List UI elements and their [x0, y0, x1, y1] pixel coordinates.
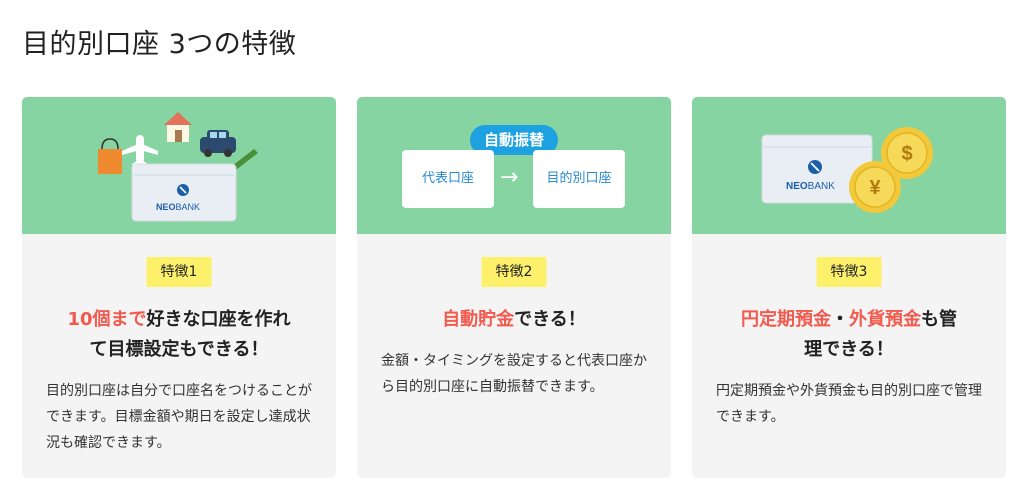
feature-card-1: NEOBANK 特徴1 10個まで好きな口座を作れ て目標設定もできる！ 目的別… — [22, 97, 336, 478]
feature-description: 円定期預金や外貨預金も目的別口座で管理できます。 — [716, 383, 982, 425]
headline-highlight: 自動貯金 — [442, 309, 515, 330]
feature-badge: 特徴3 — [816, 257, 882, 287]
headline-text: 理できる！ — [804, 339, 894, 360]
neobank-logo-text: NEOBANK — [156, 202, 200, 212]
feature-description: 目的別口座は自分で口座名をつけることができます。目標金額や期日を設定し達成状況も… — [46, 383, 312, 451]
feature-3-illustration: NEOBANK $ ¥ — [692, 97, 1006, 234]
yen-coin-icon: ¥ — [849, 161, 901, 213]
representative-account-box: 代表口座 — [402, 150, 494, 208]
headline-text: も管 — [921, 309, 957, 330]
page-title: 目的別口座 3つの特徴 — [22, 29, 297, 60]
feature-card-3: NEOBANK $ ¥ 特徴3 円定期預金・外貨預金も管 理できる！ 円定期預金… — [692, 97, 1006, 478]
coin-symbol: $ — [901, 143, 912, 165]
feature-badge: 特徴2 — [481, 257, 547, 287]
house-icon — [164, 112, 192, 142]
bank-card-icon: NEOBANK — [761, 134, 873, 204]
feature-card-2: 自動振替 代表口座 → 目的別口座 特徴2 自動貯金できる！ 金額・タイミングを… — [357, 97, 671, 478]
headline-text: できる！ — [514, 309, 586, 330]
dollar-coin-icon: $ — [881, 127, 933, 179]
headline-text: て目標設定もできる！ — [89, 339, 269, 360]
purpose-account-box: 目的別口座 — [533, 150, 625, 208]
feature-headline: 自動貯金できる！ — [381, 305, 647, 335]
feature-description: 金額・タイミングを設定すると代表口座から目的別口座に自動振替できます。 — [381, 353, 647, 395]
feature-2-illustration: 自動振替 代表口座 → 目的別口座 — [357, 97, 671, 234]
bank-card-icon: NEOBANK — [131, 163, 237, 222]
shopping-bag-icon — [98, 138, 122, 174]
car-icon — [200, 130, 236, 157]
headline-text: ・ — [831, 309, 849, 330]
headline-text: 好きな口座を作れ — [146, 309, 291, 330]
headline-highlight: 10個まで — [67, 309, 147, 330]
feature-headline: 円定期預金・外貨預金も管 理できる！ — [716, 305, 982, 365]
airplane-icon — [122, 135, 158, 166]
feature-badge: 特徴1 — [146, 257, 212, 287]
headline-highlight: 外貨預金 — [849, 309, 921, 330]
feature-1-illustration: NEOBANK — [22, 97, 336, 234]
headline-highlight: 円定期預金 — [741, 309, 831, 330]
coin-symbol: ¥ — [869, 177, 881, 199]
neobank-logo-text: NEOBANK — [786, 181, 835, 192]
arrow-right-icon: → — [500, 165, 519, 190]
feature-headline: 10個まで好きな口座を作れ て目標設定もできる！ — [46, 305, 312, 365]
